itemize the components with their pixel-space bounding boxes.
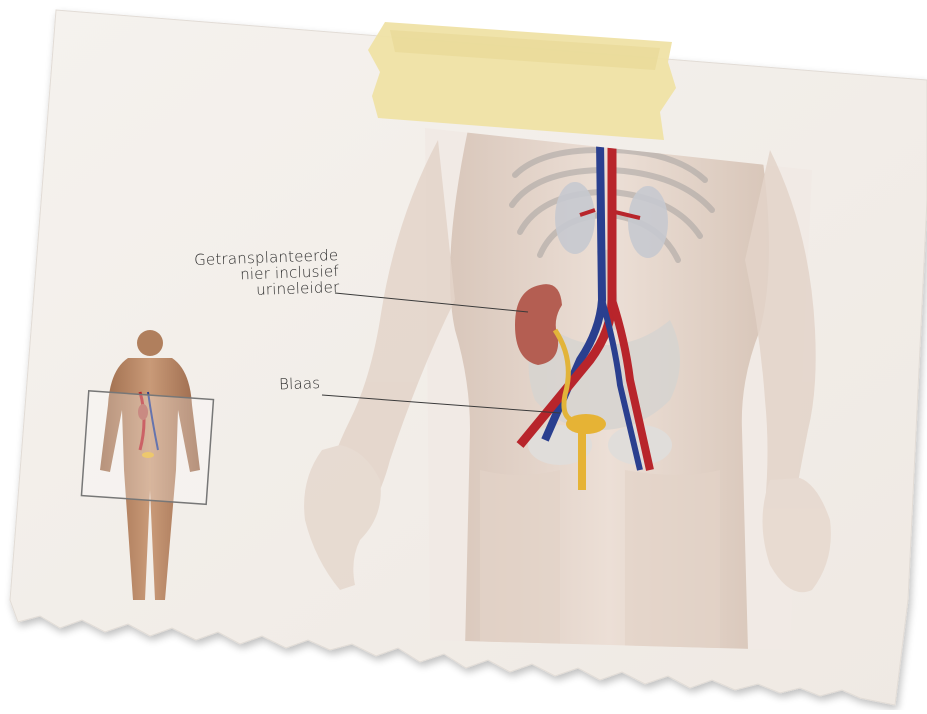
zoom-frame (81, 391, 213, 504)
bladder (566, 414, 606, 434)
bladder-label: Blaas (215, 375, 320, 395)
label-line: Blaas (215, 375, 320, 395)
native-kidney-left (555, 182, 595, 254)
native-kidney-right (628, 186, 668, 258)
transplanted-kidney-label: Getransplanteerde nier inclusief urinele… (120, 247, 340, 303)
transplanted-kidney (515, 284, 562, 365)
